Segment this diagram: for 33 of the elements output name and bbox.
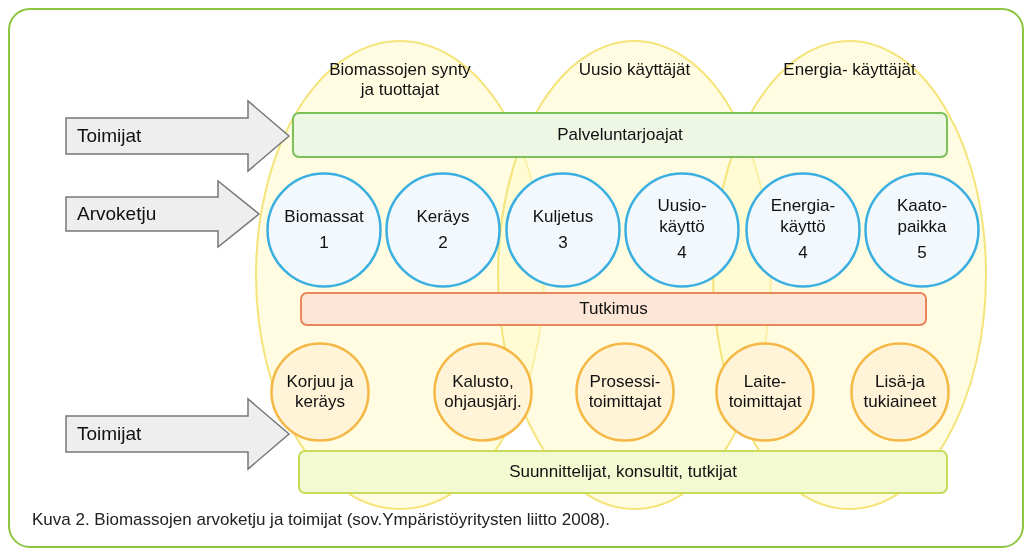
node-label: Biomassat	[284, 206, 364, 227]
band-bar	[298, 450, 948, 494]
node-label: Energia- käyttö	[769, 196, 837, 238]
node-label: Palveluntarjoajat	[557, 124, 683, 146]
band-bar	[292, 112, 948, 158]
node-label: Keräys	[416, 206, 470, 227]
node-label: Tutkimus	[579, 298, 648, 320]
node-label: Laite- toimittajat	[727, 371, 803, 413]
stage-number: 2	[438, 233, 448, 254]
node-label: Kuljetus	[532, 206, 594, 227]
node-label: Kalusto, ohjausjärj.	[443, 371, 523, 413]
node-label: Prosessi- toimittajat	[587, 371, 663, 413]
node-label: Korjuu ja keräys	[285, 371, 355, 413]
block-arrow	[65, 398, 290, 470]
band-bar	[300, 292, 927, 326]
node-label: Kaato- paikka	[895, 196, 949, 238]
node-label: Toimijat	[77, 124, 142, 148]
node-label: Lisä-ja tukiaineet	[862, 371, 938, 413]
node-label: Suunnittelijat, konsultit, tutkijat	[509, 461, 737, 483]
caption: Kuva 2. Biomassojen arvoketju ja toimijat (sov.Ympäristöyritysten liitto 2008).	[32, 510, 610, 530]
node-label: Biomassojen synty ja tuottajat	[328, 60, 472, 101]
stage-number: 4	[677, 243, 687, 264]
stage-number: 5	[917, 243, 927, 264]
node-label: Uusio käyttäjät	[578, 60, 691, 81]
stage-number: 4	[798, 243, 808, 264]
node-label: Toimijat	[77, 422, 142, 446]
node-label: Arvoketju	[77, 202, 157, 226]
stage-number: 1	[319, 233, 329, 254]
node-label: Energia- käyttäjät	[783, 60, 916, 81]
node-label: Uusio- käyttö	[656, 196, 708, 238]
block-arrow	[65, 100, 290, 172]
block-arrow	[65, 180, 260, 248]
stage-number: 3	[558, 233, 568, 254]
